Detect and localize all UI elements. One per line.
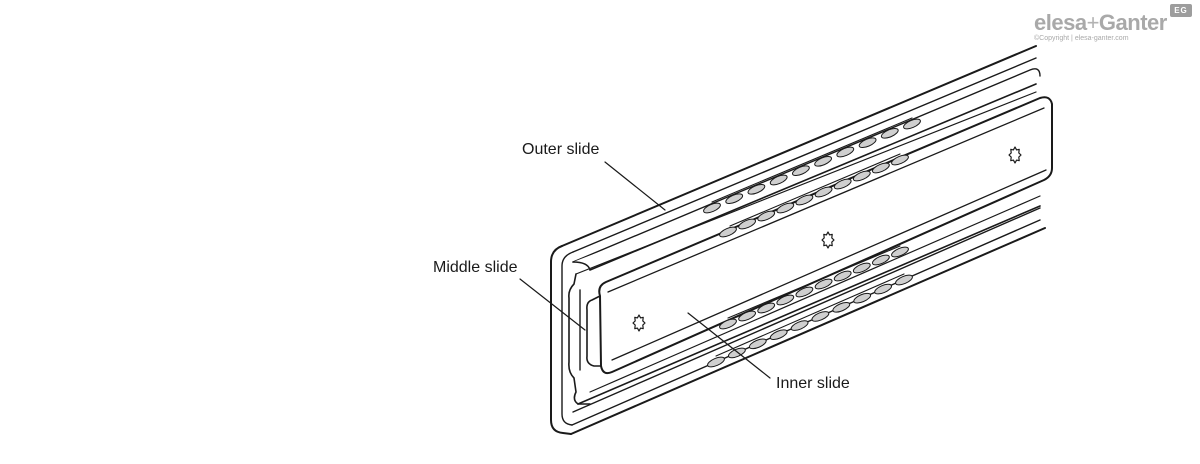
mounting-hole (632, 314, 646, 332)
ball-bearing (871, 254, 890, 266)
lower-ball-retainer (715, 245, 905, 357)
ball-bearing (727, 347, 746, 359)
ball-bearing (852, 262, 871, 274)
ball-bearing (814, 278, 833, 290)
ball-bearing (795, 194, 814, 206)
label-inner-slide: Inner slide (776, 375, 850, 392)
lower-retainer-track (715, 245, 905, 357)
inner-slide-upper-groove (607, 107, 1045, 293)
ball-bearing (738, 218, 757, 230)
ball-bearing (871, 162, 890, 174)
brand-name: elesa+Ganter (1034, 10, 1167, 36)
outer-slide-top-rim-inner (572, 57, 1037, 253)
upper-retainer-track (711, 117, 913, 227)
middle-slide (568, 83, 1041, 405)
brand-name-part2: Ganter (1098, 10, 1167, 35)
outer-slide-bottom-rim (570, 227, 1046, 435)
label-outer-slide: Outer slide (522, 141, 600, 158)
ball-bearing (880, 127, 899, 139)
callout-leaders (519, 161, 771, 379)
ball-bearing (833, 178, 852, 190)
outer-slide-end-profile (550, 245, 572, 435)
ball-bearing (747, 183, 766, 195)
leader-outer-slide (604, 161, 666, 211)
ball-bearing (790, 320, 809, 331)
ball-bearing (891, 154, 909, 166)
ball-bearing (738, 310, 757, 322)
leader-middle-slide (519, 278, 586, 331)
brand-name-part1: elesa (1034, 10, 1087, 35)
ball-bearing (719, 226, 737, 238)
ball-bearing (703, 202, 721, 214)
ball-bearing (748, 338, 767, 350)
middle-slide-lower-lip-inner (589, 195, 1041, 393)
ball-bearing (903, 118, 921, 130)
brand-copyright: ©Copyright | elesa-ganter.com (1034, 35, 1129, 42)
mounting-holes (632, 146, 1022, 332)
outer-slide-top-rim (561, 45, 1037, 247)
ball-bearing (776, 202, 795, 214)
brand-badge: EG (1170, 4, 1192, 17)
ball-bearing (853, 292, 872, 304)
middle-slide-upper-lip (572, 83, 1037, 271)
ball-bearing (852, 170, 871, 182)
inner-slide-lower-groove (611, 169, 1047, 361)
ball-bearing (814, 155, 833, 167)
ball-bearing (858, 137, 877, 149)
ball-bearing (833, 270, 852, 282)
ball-bearing (757, 210, 776, 222)
brand-logo: elesa+Ganter EG ©Copyright | elesa-gante… (1030, 4, 1196, 46)
upper-ball-retainer (711, 117, 913, 227)
label-middle-slide: Middle slide (433, 259, 518, 276)
outer-slide-top-flange (572, 68, 1041, 263)
ball-bearing (707, 356, 725, 368)
inner-slide-end-face (586, 295, 602, 367)
ball-bearing (874, 283, 893, 295)
ball-bearing (791, 165, 810, 177)
ball-bearing (895, 274, 913, 286)
ball-bearing (811, 311, 830, 322)
ball-bearing (757, 302, 776, 314)
middle-slide-lower-lip (577, 205, 1041, 405)
outer-slide-bottom-flange (572, 207, 1041, 413)
outer-slide-end-inner (561, 251, 574, 426)
middle-slide-upper-lip-inner (575, 91, 1037, 275)
ball-bearings (703, 118, 921, 368)
ball-bearing (769, 174, 788, 186)
ball-bearing (769, 329, 788, 341)
ball-bearing (891, 246, 909, 258)
brand-name-separator: + (1086, 10, 1100, 35)
leader-inner-slide (687, 312, 771, 379)
ball-bearing (776, 294, 795, 306)
ball-bearing (832, 301, 851, 313)
outer-slide (550, 45, 1046, 435)
ball-bearing (814, 186, 833, 198)
ball-bearing (719, 318, 737, 330)
ball-bearing (836, 146, 855, 158)
ball-bearing (795, 286, 814, 298)
mounting-hole (821, 231, 835, 249)
mounting-hole (1008, 146, 1022, 164)
ball-bearing (725, 193, 744, 205)
